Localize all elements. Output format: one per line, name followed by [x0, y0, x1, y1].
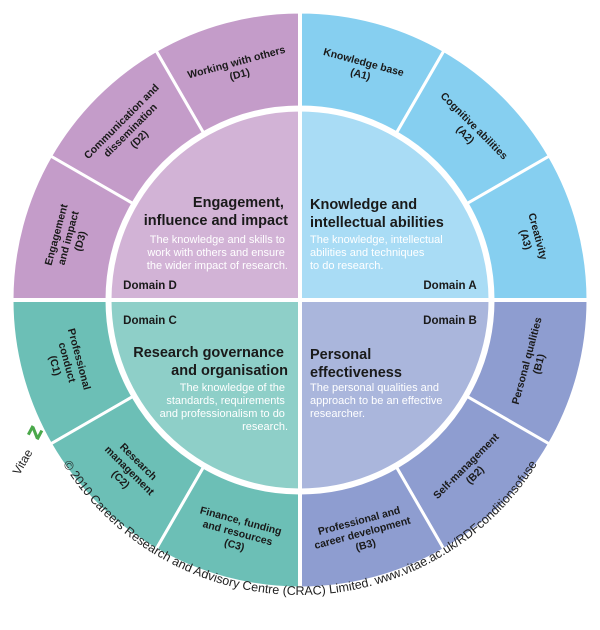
domain-d-title: Engagement, influence and impact: [144, 195, 288, 229]
domain-d-text: Engagement, influence and impact The kno…: [123, 195, 288, 292]
segment-a3-label: Creativity(A3): [513, 212, 549, 265]
domain-a-tag: Domain A: [423, 280, 476, 292]
domain-a-quadrant: [298, 108, 492, 302]
domain-c-text: Domain C Research governance and organis…: [123, 315, 288, 433]
domain-d-quadrant: [108, 108, 302, 302]
vitae-logo-icon: [27, 425, 44, 441]
segment-c2: [48, 394, 206, 552]
domain-b-description: The personal qualities and approach to b…: [310, 382, 446, 420]
domain-b-title: Personal effectiveness: [310, 347, 402, 381]
domain-c-tag: Domain C: [123, 315, 177, 327]
vitae-brand: Vitae: [10, 446, 36, 477]
domain-b-tag: Domain B: [423, 315, 477, 327]
segment-c3: [153, 465, 302, 590]
domain-d-description: The knowledge and skills to work with ot…: [146, 234, 288, 272]
domain-b-text: Domain B Personal effectiveness The pers…: [310, 315, 477, 420]
domain-c-quadrant: [108, 298, 302, 492]
domain-b-quadrant: [298, 298, 492, 492]
segment-d3: [10, 153, 135, 302]
domain-d-tag: Domain D: [123, 280, 177, 292]
domain-a-description: The knowledge, intellectual abilities an…: [310, 234, 446, 272]
segment-d2: [48, 48, 206, 206]
domain-c-description: The knowledge of the standards, requirem…: [160, 382, 288, 433]
domain-a-title: Knowledge and intellectual abilities: [310, 197, 444, 231]
domain-a-text: Knowledge and intellectual abilities The…: [310, 197, 477, 292]
domain-c-title: Research governance and organisation: [133, 345, 288, 379]
